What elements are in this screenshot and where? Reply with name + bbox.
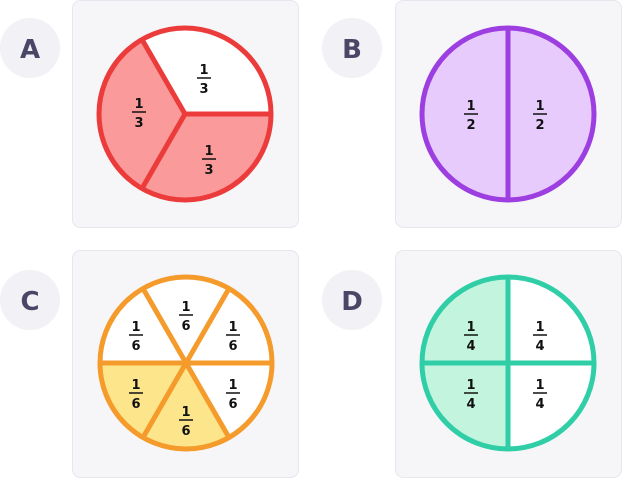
fraction-denominator: 3 [204, 163, 213, 178]
fraction-denominator: 4 [535, 339, 544, 354]
fraction-label: 12 [464, 99, 478, 133]
option-c-letter: C [20, 287, 39, 317]
fraction-label: 16 [179, 300, 193, 334]
fraction-numerator: 1 [199, 63, 208, 78]
fraction-label: 16 [129, 320, 143, 354]
fraction-numerator: 1 [131, 378, 140, 393]
fraction-label: 16 [226, 378, 240, 412]
option-b[interactable]: B [322, 0, 622, 228]
fraction-numerator: 1 [181, 405, 190, 420]
fraction-label: 12 [533, 99, 547, 133]
fraction-numerator: 1 [131, 320, 140, 335]
fraction-denominator: 6 [181, 424, 190, 439]
option-b-letter: B [342, 35, 362, 65]
fraction-label: 14 [464, 320, 478, 354]
fraction-label: 14 [533, 378, 547, 412]
option-c[interactable]: C [0, 250, 299, 478]
fraction-numerator: 1 [466, 378, 475, 393]
fraction-numerator: 1 [134, 97, 143, 112]
circle-quarters [419, 274, 597, 452]
option-a[interactable]: A [0, 0, 299, 228]
fraction-numerator: 1 [466, 99, 475, 114]
option-a-badge [0, 18, 60, 78]
fraction-denominator: 6 [131, 339, 140, 354]
fraction-label: 14 [533, 320, 547, 354]
fraction-numerator: 1 [204, 144, 213, 159]
option-a-letter: A [20, 35, 40, 65]
option-d-letter: D [341, 287, 363, 317]
fraction-label: 13 [202, 144, 216, 178]
fraction-denominator: 4 [466, 397, 475, 412]
option-d[interactable]: D [322, 250, 622, 478]
fraction-label: 16 [179, 405, 193, 439]
fraction-label: 13 [132, 97, 146, 131]
fraction-denominator: 3 [199, 82, 208, 97]
option-b-badge [322, 18, 382, 78]
circle-sixths [97, 274, 275, 452]
fraction-label: 16 [129, 378, 143, 412]
circle-thirds [96, 25, 274, 203]
fraction-numerator: 1 [228, 378, 237, 393]
fraction-denominator: 6 [228, 339, 237, 354]
fraction-denominator: 4 [535, 397, 544, 412]
fraction-label: 16 [226, 320, 240, 354]
fraction-denominator: 2 [466, 118, 475, 133]
fraction-numerator: 1 [181, 300, 190, 315]
fraction-denominator: 6 [181, 319, 190, 334]
fraction-label: 13 [197, 63, 211, 97]
fraction-denominator: 6 [228, 397, 237, 412]
fraction-numerator: 1 [535, 99, 544, 114]
fraction-denominator: 3 [134, 116, 143, 131]
fraction-denominator: 6 [131, 397, 140, 412]
circle-halves [419, 25, 597, 203]
fraction-numerator: 1 [228, 320, 237, 335]
fraction-numerator: 1 [466, 320, 475, 335]
option-c-badge [0, 270, 60, 330]
fraction-numerator: 1 [535, 378, 544, 393]
fraction-label: 14 [464, 378, 478, 412]
fraction-denominator: 4 [466, 339, 475, 354]
fraction-denominator: 2 [535, 118, 544, 133]
fraction-numerator: 1 [535, 320, 544, 335]
option-d-badge [322, 270, 382, 330]
sector-shaded [143, 363, 229, 450]
